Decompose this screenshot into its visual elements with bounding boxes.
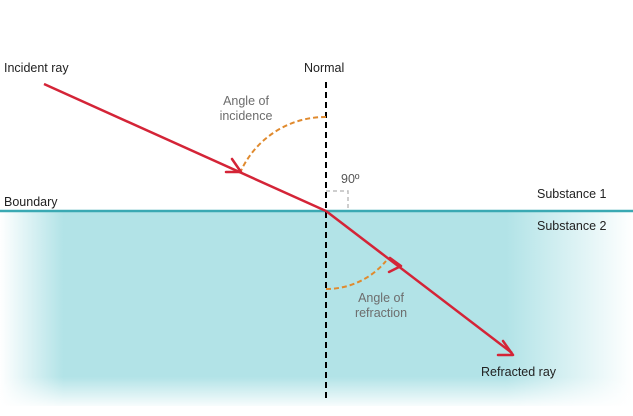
substance-2-label: Substance 2 [537, 219, 607, 233]
refracted-ray-label: Refracted ray [481, 365, 557, 379]
incident-ray [43, 82, 327, 213]
refracted-ray-arrowhead-mid [387, 256, 403, 274]
normal-label: Normal [304, 61, 345, 75]
incidence-angle-arc [239, 115, 327, 174]
right-angle-label: 90º [341, 172, 360, 186]
refracted-ray-arrowhead-end [496, 339, 515, 357]
substance-1-label: Substance 1 [537, 187, 607, 201]
incident-ray-arrowhead [224, 157, 243, 174]
incident-ray-label: Incident ray [4, 61, 69, 75]
substance-2-fade [0, 211, 633, 406]
refracted-ray [325, 210, 513, 354]
angle-of-incidence-label: Angle of incidence [219, 94, 273, 123]
right-angle-marker [326, 190, 349, 210]
angle-of-refraction-label: Angle of refraction [354, 291, 408, 320]
refraction-angle-arc [325, 260, 387, 291]
boundary-label: Boundary [4, 195, 58, 209]
